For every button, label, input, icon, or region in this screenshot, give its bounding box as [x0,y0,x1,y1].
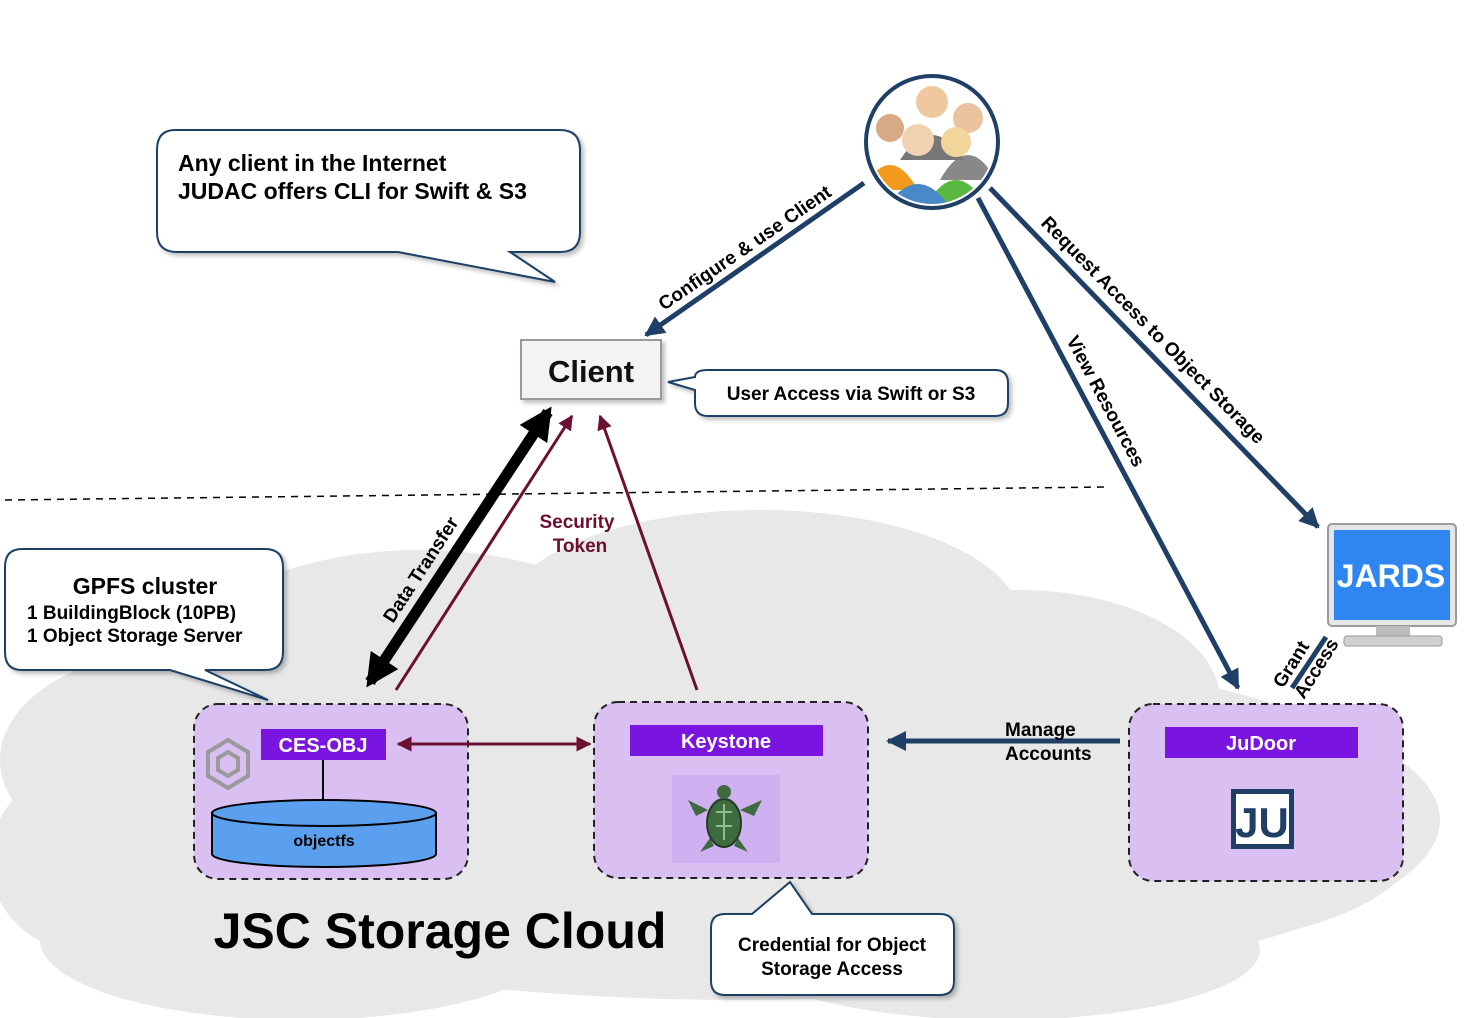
user-access-callout [667,369,1009,417]
edge-request-access [988,186,1320,529]
cloud-title: JSC Storage Cloud [214,903,667,959]
objectfs-label: objectfs [293,833,354,850]
gpfs-callout-title: GPFS cluster [73,573,217,599]
edge-label-configure: Configure & use Client [655,181,836,315]
edge-label-view-resources: View Resources [1062,332,1149,470]
gpfs-callout-line2: 1 Object Storage Server [27,626,243,647]
credential-callout-line1: Credential for Object [738,935,927,956]
edge-label-security: Security [540,512,615,533]
gpfs-callout-line1: 1 BuildingBlock (10PB) [27,603,236,624]
edge-label-accounts: Accounts [1005,744,1092,765]
turtle-icon [672,775,780,863]
objectfs-storage: objectfs [211,799,437,868]
keystone-node[interactable]: Keystone [593,701,869,879]
jards-monitor[interactable]: JARDS [1327,523,1457,647]
credential-callout-line2: Storage Access [761,959,903,980]
internet-callout-line1: Any client in the Internet [178,150,447,176]
edge-data-transfer [365,406,553,688]
gpfs-callout [4,548,284,701]
edge-label-request-access: Request Access to Object Storage [1036,213,1268,449]
credential-callout [710,880,955,996]
hexagon-icon [206,737,250,791]
svg-text:JU: JU [1235,799,1289,846]
ces-obj-node[interactable]: CES-OBJ objectfs [193,703,469,880]
users-group-icon [864,74,1000,210]
judoor-label: JuDoor [1226,733,1296,755]
user-access-callout-text: User Access via Swift or S3 [727,384,976,405]
ces-obj-label: CES-OBJ [279,735,368,757]
keystone-label: Keystone [681,731,771,753]
client-node[interactable]: Client [520,339,662,400]
edge-security-token-keystone [597,414,699,691]
internet-callout [156,129,581,283]
jards-label: JARDS [1337,558,1445,594]
edge-view-resources [975,196,1241,690]
client-label: Client [548,354,634,389]
internet-boundary-line [4,486,1106,501]
edge-configure [644,180,866,338]
judoor-logo-icon: JU [1231,789,1294,849]
edge-security-token-ces [394,414,574,691]
edge-grant-access [1289,635,1329,690]
storage-cloud-background [0,510,1440,1018]
internet-callout-line2: JUDAC offers CLI for Swift & S3 [178,178,527,204]
edge-label-token: Token [553,536,608,557]
edge-label-manage: Manage [1005,720,1076,741]
judoor-node[interactable]: JuDoor JU [1128,703,1404,882]
